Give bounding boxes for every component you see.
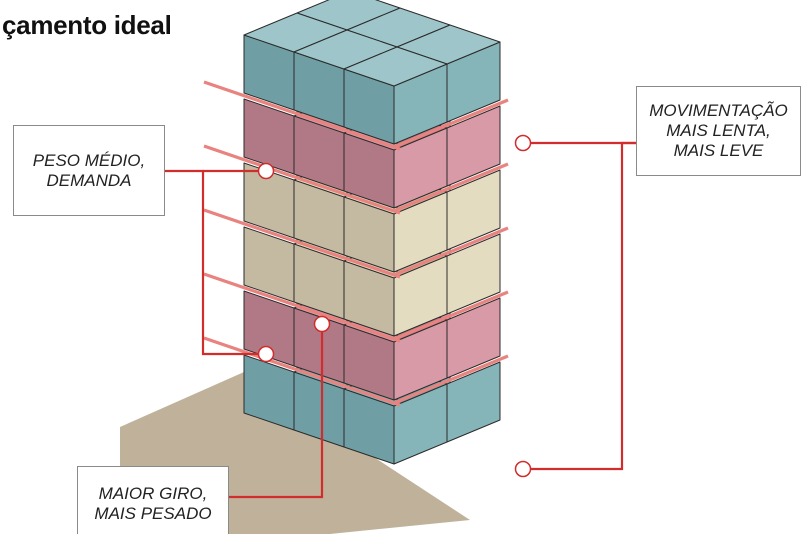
layer-2-box-side <box>393 319 448 401</box>
separator-sheet-side <box>393 290 509 341</box>
marker-medium-bottom <box>257 345 275 363</box>
leader-line-medium <box>165 169 266 356</box>
label-movimentacao: MOVIMENTAÇÃO MAIS LENTA, MAIS LEVE <box>636 86 801 176</box>
separator-sheet-front <box>203 144 401 215</box>
separator-sheet-side <box>393 98 509 149</box>
separator-sheet-front <box>203 272 401 343</box>
label-peso-medio-line2: DEMANDA <box>46 170 132 190</box>
label-maior-giro-line2: MAIS PESADO <box>94 503 212 523</box>
layer-4-box-side <box>393 191 448 273</box>
separator-sheet-front <box>203 336 401 407</box>
label-movimentacao-line1: MOVIMENTAÇÃO <box>649 101 788 120</box>
leader-line-heavy <box>229 324 324 499</box>
separator-sheet-side <box>393 226 509 277</box>
separator-sheet-front <box>203 80 401 151</box>
label-movimentacao-line3: MAIS LEVE <box>673 141 764 160</box>
marker-heavy <box>313 315 331 333</box>
box-stack <box>203 0 509 465</box>
label-maior-giro: MAIOR GIRO, MAIS PESADO <box>77 466 229 534</box>
marker-medium-top <box>257 162 275 180</box>
leader-line-light-branch <box>523 141 636 471</box>
top-layer-box-top <box>343 46 448 87</box>
page-title: çamento ideal <box>2 10 172 40</box>
layer-5-box-side <box>393 127 448 209</box>
label-movimentacao-line2: MAIS LENTA, <box>666 121 771 140</box>
leader-lines <box>165 134 636 499</box>
label-peso-medio-line1: PESO MÉDIO, <box>32 150 146 170</box>
separator-sheet-side <box>393 162 509 213</box>
label-maior-giro-line1: MAIOR GIRO, <box>98 483 208 503</box>
bottom-layer-box-side <box>393 383 448 465</box>
marker-light-top <box>514 134 532 152</box>
layer-3-box-side <box>393 255 448 337</box>
separator-sheet-side <box>393 354 509 405</box>
marker-light-bottom <box>514 460 532 478</box>
label-peso-medio: PESO MÉDIO, DEMANDA <box>13 125 165 216</box>
separator-sheet-front <box>203 208 401 279</box>
